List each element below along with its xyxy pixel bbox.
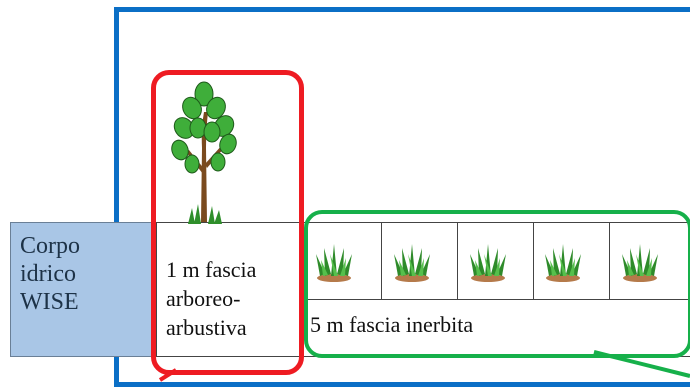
grass-cell — [458, 222, 534, 300]
grass-cell — [382, 222, 458, 300]
grass-cell — [304, 222, 382, 300]
grass-tuft-icon — [622, 244, 658, 282]
grass-tuft-icon — [470, 244, 506, 282]
tree-icon — [171, 81, 237, 224]
grass-tuft-icon — [545, 244, 581, 282]
grass-highlight-frame — [304, 210, 690, 358]
shrub-strip-label: 1 m fascia arboreo- arbustiva — [166, 257, 257, 340]
grass-strip-label: 5 m fascia inerbita — [310, 312, 474, 337]
grass-tuft-icon — [394, 244, 430, 282]
shrub-highlight-frame — [151, 70, 304, 375]
water-body-label: Corpo idrico WISE — [20, 233, 80, 315]
grass-tuft-icon — [316, 244, 352, 282]
grass-cell — [534, 222, 610, 300]
